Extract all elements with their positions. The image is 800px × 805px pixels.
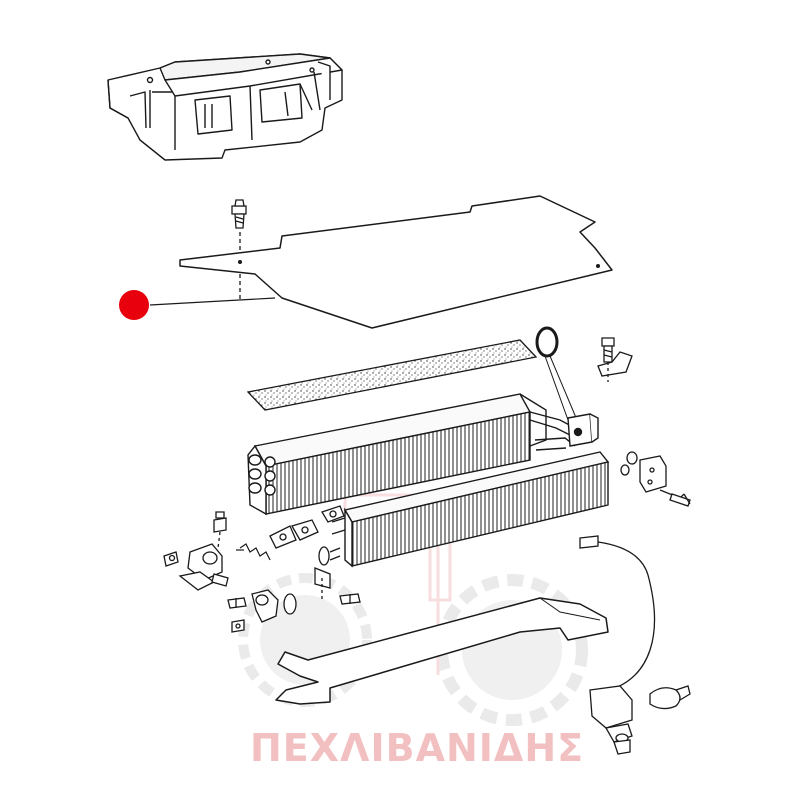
pipe-clamp-screw xyxy=(597,337,633,382)
foam-filter-strip xyxy=(246,339,538,411)
cover-hole-left xyxy=(238,260,242,264)
cover-hole-right xyxy=(596,264,600,268)
bottom-seal-gasket xyxy=(275,597,609,705)
pipe-gasket-plates xyxy=(269,505,345,600)
outlet-elbow xyxy=(227,589,361,633)
callout-leader-line xyxy=(149,297,276,306)
heater-core-lower xyxy=(329,451,610,568)
cover-plate xyxy=(179,195,613,329)
callout-marker[interactable] xyxy=(119,290,276,320)
sensor-spring xyxy=(236,543,271,561)
expansion-valve-block xyxy=(567,413,599,447)
cover-bolt xyxy=(231,199,247,300)
watermark-brand-text: ΠΕΧΛΙΒΑΝΙΔΗΣ xyxy=(250,726,585,770)
water-valve-assembly xyxy=(163,511,229,591)
red-dot-marker-icon[interactable] xyxy=(119,290,149,320)
heater-box-housing xyxy=(107,53,343,161)
upper-core-tube-ends xyxy=(248,454,276,496)
connector-fittings xyxy=(620,451,691,507)
thermostat-switch xyxy=(579,535,691,755)
o-ring-seal xyxy=(535,326,578,421)
